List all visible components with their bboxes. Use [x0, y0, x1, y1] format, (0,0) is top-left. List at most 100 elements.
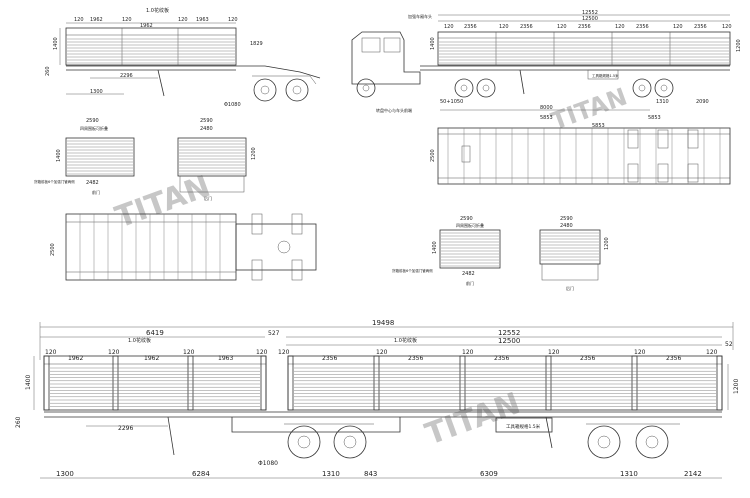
- tr-panel-1: 2356: [464, 24, 477, 30]
- sv1-note-top: 四周围板可折叠: [80, 125, 108, 131]
- b-overall-b: 12500: [498, 337, 520, 345]
- tr-panel-3: 2356: [578, 24, 591, 30]
- b-front: 1300: [56, 470, 74, 478]
- tr-post-6: 120: [722, 24, 732, 30]
- tl-wheel: Φ1080: [224, 102, 241, 108]
- sv2-label: 后门: [204, 195, 212, 201]
- tl-panel-3: 1963: [196, 17, 209, 23]
- tr-overall-a: 12552: [582, 10, 598, 16]
- b-rpost-2: 120: [376, 349, 388, 356]
- b-tandem: 1310: [620, 470, 638, 478]
- tr-post-4: 120: [615, 24, 625, 30]
- sv2-width-inner: 2480: [200, 126, 213, 132]
- b-wheel: Φ1080: [258, 460, 278, 467]
- b-note-2: 1.0花纹板: [394, 337, 417, 344]
- tr-note-left: 加强车厢车头: [408, 13, 432, 19]
- tl-kingpin: 2296: [120, 73, 133, 79]
- b-lpanel-2: 1962: [144, 355, 159, 362]
- tr-height-l: 1400: [430, 37, 436, 50]
- tl-panel-2: 1962: [140, 23, 153, 29]
- b-rpost-4: 120: [548, 349, 560, 356]
- b-deck: 260: [15, 416, 22, 428]
- sv1-bottom: 2482: [86, 180, 99, 186]
- b-rpost-6: 120: [706, 349, 718, 356]
- sv1-height: 1400: [56, 149, 62, 162]
- b-overall-a: 12552: [498, 329, 520, 337]
- b-height-l: 1400: [25, 375, 32, 390]
- small-rear-view-left: 2590 2480 1200 后门: [177, 118, 257, 201]
- small-front-view-left: 2590 四周围板可折叠 1400 2482 货箱前板6个加强门管两侧 前门: [34, 118, 135, 195]
- b-rpanel-2: 2356: [408, 355, 423, 362]
- pr-dim-2: 5853: [648, 115, 661, 121]
- tl-panel-1: 1962: [90, 17, 103, 23]
- b-mid: 6284: [192, 470, 210, 478]
- pr-width: 2500: [430, 149, 436, 162]
- b-axle2: 843: [364, 470, 377, 478]
- tr-kingpin: 8000: [540, 105, 553, 111]
- top-left-side-view: 120 1962 120 1962 120 1963 120 1.0花纹板 14…: [45, 7, 321, 108]
- tr-axle: 1310: [656, 99, 669, 105]
- top-right-side-view: 12552 12500 120 2356 120 2356 120 2356 1…: [351, 10, 742, 113]
- tr-overall-b: 12500: [582, 16, 598, 22]
- b-rpanel-3: 2356: [494, 355, 509, 362]
- sv1-width: 2590: [86, 118, 99, 124]
- tl-height: 1400: [53, 37, 59, 50]
- sv2-height: 1200: [251, 147, 257, 160]
- tr-panel-5: 2356: [694, 24, 707, 30]
- b-lpost-2: 120: [108, 349, 120, 356]
- tl-post-1: 120: [74, 17, 84, 23]
- sv3-note: 货箱前板6个加强门管两侧: [392, 268, 433, 273]
- b-cab-len: 6419: [146, 329, 164, 337]
- tr-note-box: 工具箱规格1.5米: [592, 73, 619, 78]
- b-lpanel-1: 1962: [68, 355, 83, 362]
- tr-note-under: 转盘中心与车头前端: [376, 107, 412, 113]
- pr-dim-1: 5853: [540, 115, 553, 121]
- sv4-height: 1200: [604, 237, 610, 250]
- b-rear-mid: 6309: [480, 470, 498, 478]
- tr-post-2: 120: [499, 24, 509, 30]
- tr-post-3: 120: [557, 24, 567, 30]
- tl-post-4: 120: [228, 17, 238, 23]
- b-rpost-5: 120: [634, 349, 646, 356]
- b-rear: 2142: [684, 470, 702, 478]
- sv3-height: 1400: [432, 241, 438, 254]
- b-lpanel-3: 1963: [218, 355, 233, 362]
- sv3-width: 2590: [460, 216, 473, 222]
- sv3-label: 前门: [466, 280, 474, 286]
- plan-view-left: 2500: [50, 213, 317, 281]
- tr-post-5: 120: [673, 24, 683, 30]
- sv4-width: 2590: [560, 216, 573, 222]
- b-axle1: 1310: [322, 470, 340, 478]
- b-gap: 527: [268, 330, 280, 337]
- sv1-label: 前门: [92, 189, 100, 195]
- tr-front: 50+1050: [440, 99, 463, 105]
- b-rpanel-1: 2356: [322, 355, 337, 362]
- watermark-1: TITAN: [111, 169, 215, 235]
- sv3-note-top: 四周围板可折叠: [456, 222, 484, 228]
- tl-fifth: 1829: [250, 41, 263, 47]
- small-rear-view-right: 2590 2480 1200 后门: [539, 216, 610, 291]
- tl-deck: 260: [45, 66, 51, 76]
- tl-note: 1.0花纹板: [146, 7, 169, 14]
- sv1-note: 货箱前板6个加强门管两侧: [34, 179, 75, 184]
- sv4-width-inner: 2480: [560, 223, 573, 229]
- sv2-width: 2590: [200, 118, 213, 124]
- tl-front: 1300: [90, 89, 103, 95]
- tr-rear: 2090: [696, 99, 709, 105]
- bottom-side-view: 19498 6419 527 12552 12500 52 1.0花纹板 1.0…: [15, 319, 740, 479]
- tr-panel-2: 2356: [520, 24, 533, 30]
- b-lpost-4: 120: [256, 349, 268, 356]
- small-front-view-right: 2590 四周围板可折叠 1400 2482 货箱前板6个加强门管两侧 前门: [392, 216, 501, 286]
- b-rpanel-5: 2356: [666, 355, 681, 362]
- tr-height-r: 1200: [736, 39, 742, 52]
- b-lpost-1: 120: [45, 349, 57, 356]
- b-rpost-1: 120: [278, 349, 290, 356]
- pr-dim-mid: 5853: [592, 123, 605, 129]
- b-rpanel-4: 2356: [580, 355, 595, 362]
- b-overall: 19498: [372, 319, 394, 327]
- tr-panel-4: 2356: [636, 24, 649, 30]
- tl-post-3: 120: [178, 17, 188, 23]
- tr-post-1: 120: [444, 24, 454, 30]
- b-note: 1.0花纹板: [128, 337, 151, 344]
